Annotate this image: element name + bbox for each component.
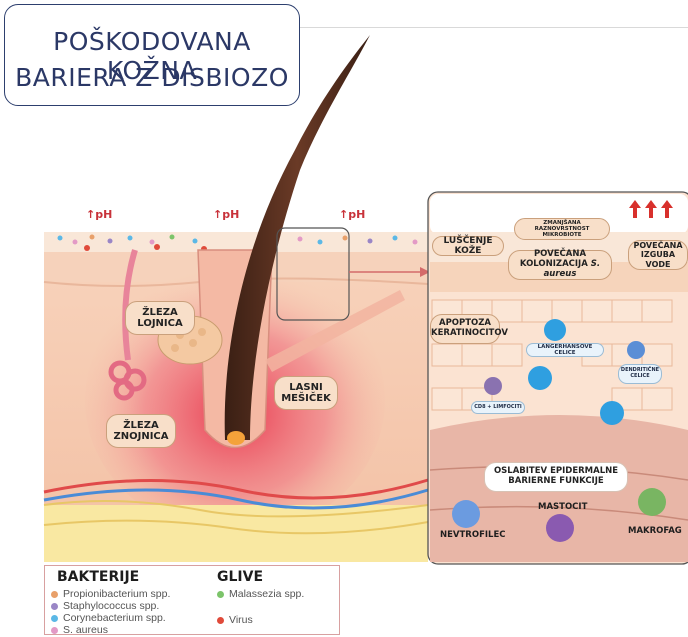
title-line-1: POŠKODOVANA KOŽNA — [53, 27, 251, 85]
label-voda-1: POVEČANA — [633, 241, 683, 251]
label-znojnica-1: ŽLEZA — [123, 419, 159, 431]
sweat-gland — [108, 249, 147, 401]
ph-mark-1: ↑pH — [86, 208, 113, 221]
legend-item-staphylococcus: Staphylococcus spp. — [51, 600, 159, 612]
tag-cd8: CD8 + LIMFOCITI — [471, 401, 525, 414]
label-nevtrofilec: NEVTROFILEC — [440, 530, 506, 540]
legend-item-s-aureus: S. aureus — [51, 624, 108, 636]
legend-item-label: Virus — [229, 614, 253, 626]
label-voda-2: IZGUBA VODE — [640, 250, 676, 269]
tag-langerhans: LANGERHANSOVE CELICE — [526, 343, 604, 357]
legend-item-propionibacterium: Propionibacterium spp. — [51, 588, 170, 600]
legend-item-virus: Virus — [217, 614, 253, 626]
label-oslabitev-2: BARIERNE FUNKCIJE — [508, 476, 604, 486]
label-makrofag: MAKROFAG — [628, 526, 682, 536]
legend-item-label: Corynebacterium spp. — [63, 612, 166, 624]
label-apoptoza-2: KERATINOCITOV — [431, 328, 508, 338]
tag-dendriticne-1: DENDRITIČNE — [620, 367, 660, 374]
title-line-2: BARIERA Z DISBIOZO — [15, 63, 289, 92]
label-kolonizacija: POVEČANA KOLONIZACIJA S. aureus — [508, 250, 612, 280]
label-znojnica-2: ZNOJNICA — [113, 431, 169, 442]
top-rule — [300, 27, 688, 28]
label-mikrobiota: ZMANJŠANA RAZNOVRSTNOST MIKROBIOTE — [514, 218, 610, 240]
label-oslabitev-1: OSLABITEV EPIDERMALNE — [493, 466, 619, 477]
label-apoptoza: APOPTOZA KERATINOCITOV — [430, 314, 508, 344]
label-kolonizacija-2: KOLONIZACIJA — [519, 259, 588, 270]
label-folikel: LASNI MEŠIČEK — [274, 376, 338, 410]
legend-item-label: Malassezia spp. — [229, 588, 305, 600]
skin-cross-section — [43, 35, 429, 562]
legend-item-corynebacterium: Corynebacterium spp. — [51, 612, 166, 624]
label-lojnica-2: LOJNICA — [137, 318, 183, 329]
label-lojnica-1: ŽLEZA — [142, 306, 178, 318]
label-mikrobiota-2: MIKROBIOTE — [542, 232, 582, 239]
label-folikel-1: LASNI — [289, 381, 323, 393]
legend: BAKTERIJE GLIVE Propionibacterium spp. S… — [44, 565, 340, 636]
legend-item-label: Staphylococcus spp. — [63, 600, 160, 612]
ph-mark-3: ↑pH — [339, 208, 366, 221]
label-kolonizacija-species: S. aureus — [543, 259, 601, 279]
title-box: POŠKODOVANA KOŽNA BARIERA Z DISBIOZO — [4, 4, 300, 106]
propionibacterium-icon — [51, 590, 58, 598]
label-oslabitev: OSLABITEV EPIDERMALNE BARIERNE FUNKCIJE — [484, 462, 628, 492]
surface-bacteria — [57, 234, 418, 245]
staphylococcus-icon — [51, 602, 58, 610]
label-luscenje: LUŠČENJE KOŽE — [432, 236, 504, 256]
label-mikrobiota-1: ZMANJŠANA RAZNOVRSTNOST — [534, 219, 590, 232]
label-apoptoza-1: APOPTOZA — [438, 318, 492, 329]
label-znojnica: ŽLEZA ZNOJNICA — [106, 414, 176, 448]
label-kolonizacija-1: POVEČANA — [533, 249, 587, 260]
label-folikel-2: MEŠIČEK — [281, 393, 331, 404]
legend-item-label: S. aureus — [63, 624, 108, 636]
tag-dendriticne: DENDRITIČNE CELICE — [618, 364, 662, 384]
virus-icon — [217, 616, 224, 624]
malassezia-icon — [217, 590, 224, 598]
legend-item-malassezia: Malassezia spp. — [217, 588, 304, 600]
label-voda: POVEČANA IZGUBA VODE — [628, 240, 688, 270]
ph-mark-2: ↑pH — [213, 208, 240, 221]
label-lojnica: ŽLEZA LOJNICA — [125, 301, 195, 335]
corynebacterium-icon — [51, 614, 58, 622]
label-mastocit: MASTOCIT — [538, 502, 588, 512]
legend-fungi-heading: GLIVE — [217, 569, 264, 585]
legend-bacteria-heading: BAKTERIJE — [57, 569, 140, 585]
zoom-source-box — [276, 227, 350, 321]
legend-item-label: Propionibacterium spp. — [63, 588, 171, 600]
s-aureus-icon — [51, 626, 58, 634]
tag-dendriticne-2: CELICE — [630, 373, 650, 379]
